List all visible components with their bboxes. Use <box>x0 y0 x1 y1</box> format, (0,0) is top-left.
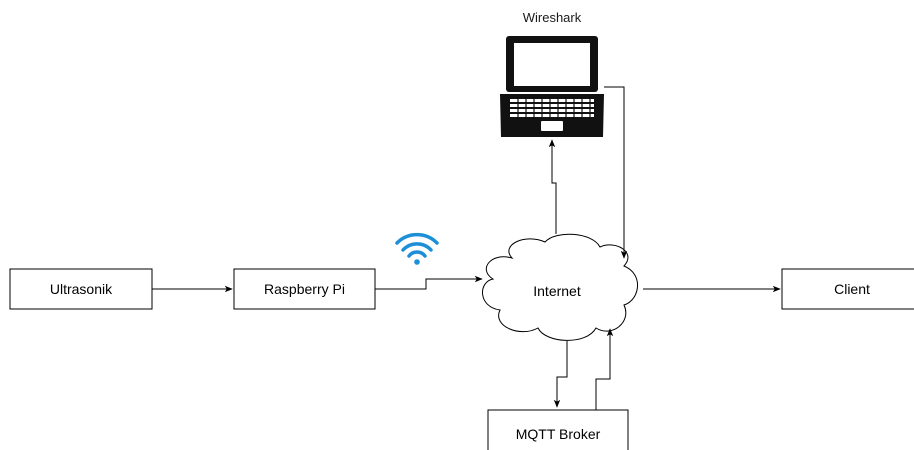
connectors <box>152 86 781 410</box>
node-mqtt-broker-box <box>487 409 629 450</box>
node-wireshark-label: Wireshark <box>523 10 582 25</box>
edge-wireshark-to-internet <box>604 86 628 259</box>
node-client-box <box>781 268 914 310</box>
node-ultrasonik-box <box>9 268 153 310</box>
edge-mqtt-broker-to-internet <box>595 328 614 410</box>
node-mqtt-broker: MQTT Broker <box>487 409 629 450</box>
node-client-label: Client <box>834 281 870 297</box>
node-ultrasonik: Ultrasonik <box>9 268 153 310</box>
node-ultrasonik-label: Ultrasonik <box>50 281 113 297</box>
edge-internet-to-wireshark <box>548 139 557 234</box>
node-raspberry-pi-label: Raspberry Pi <box>264 281 345 297</box>
internet-cloud-icon <box>482 233 638 341</box>
node-internet-label: Internet <box>533 283 581 299</box>
node-raspberry-pi: Raspberry Pi <box>233 268 376 310</box>
laptop-icon <box>500 36 604 137</box>
node-client: Client <box>781 268 914 310</box>
edge-internet-to-mqtt-broker <box>553 341 568 408</box>
node-raspberry-pi-box <box>233 268 376 310</box>
edge-raspberry-pi-to-internet <box>375 275 483 290</box>
wifi-icon <box>395 232 439 265</box>
node-mqtt-broker-label: MQTT Broker <box>516 426 601 442</box>
node-wireshark: Wireshark <box>500 10 604 137</box>
node-internet: Internet <box>482 233 638 341</box>
